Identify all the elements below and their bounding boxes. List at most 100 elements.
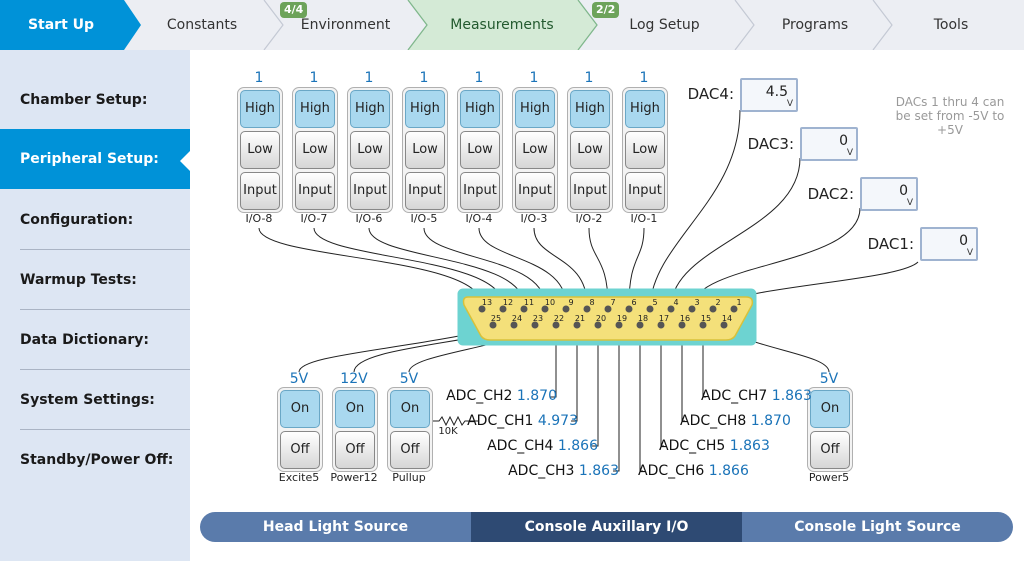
adc-ch2-name: ADC_CH2 [446,388,513,404]
io-6-input-button[interactable]: Input [350,172,390,210]
io-3-input-button[interactable]: Input [515,172,555,210]
dac3-value: 0 [839,133,848,149]
connector-pin-label: 10 [545,298,555,307]
adc-ch3-readout: ADC_CH3 1.863 [508,463,619,479]
sidebar-item-peripheral-setup[interactable]: Peripheral Setup: [0,129,190,189]
adc-ch5-value: 1.863 [729,438,770,454]
pullup-off-button[interactable]: Off [390,431,430,469]
io-2-input-button[interactable]: Input [570,172,610,210]
io-3-value: 1 [529,70,539,86]
tab-environment[interactable]: Environment [300,17,391,33]
dac1-label: DAC1: [867,235,914,253]
io-7-input-button[interactable]: Input [295,172,335,210]
excite5-group: On Off [277,387,323,472]
connector-pin [646,305,654,313]
tab-console-auxillary-io[interactable]: Console Auxillary I/O [471,512,742,542]
power5-on-button[interactable]: On [810,390,850,428]
sidebar-item-system-settings[interactable]: System Settings: [20,392,155,408]
dac3-wire [670,157,801,306]
io-8-input-button[interactable]: Input [240,172,280,210]
io-8-group: High Low Input [237,87,283,213]
sidebar-item-chamber-setup[interactable]: Chamber Setup: [20,92,148,108]
io-1-high-button[interactable]: High [625,90,665,128]
io-8-high-button[interactable]: High [240,90,280,128]
io-1-low-button[interactable]: Low [625,131,665,169]
io-4-group: High Low Input [457,87,503,213]
io-wire [258,227,483,306]
io-8-label: I/O-8 [245,212,273,225]
io-5-low-button[interactable]: Low [405,131,445,169]
pullup-on-button[interactable]: On [390,390,430,428]
adc-ch8-name: ADC_CH8 [680,413,747,429]
io-2-value: 1 [584,70,594,86]
dac2-input[interactable]: 0 V [860,177,918,211]
io-5-high-button[interactable]: High [405,90,445,128]
tab-constants[interactable]: Constants [166,17,238,33]
adc-ch4-readout: ADC_CH4 1.866 [487,438,598,454]
connector-pin [604,305,612,313]
adc-ch4-value: 1.866 [557,438,598,454]
io-6-low-button[interactable]: Low [350,131,390,169]
io-7-high-button[interactable]: High [295,90,335,128]
dac4-label: DAC4: [687,85,734,103]
connector-pin [510,321,518,329]
io-5-input-button[interactable]: Input [405,172,445,210]
sidebar-item-data-dictionary[interactable]: Data Dictionary: [20,332,149,348]
adc-ch8-value: 1.870 [750,413,791,429]
tab-measurements[interactable]: Measurements [450,17,554,33]
io-6-high-button[interactable]: High [350,90,390,128]
connector-pin-label: 19 [617,314,627,323]
tab-programs[interactable]: Programs [781,17,849,33]
resistor-icon [433,415,470,427]
power12-off-button[interactable]: Off [335,431,375,469]
io-6-value: 1 [364,70,374,86]
connector-pin [699,321,707,329]
tab-head-light-source[interactable]: Head Light Source [262,519,409,535]
io-6-group: High Low Input [347,87,393,213]
tab-start-up[interactable]: Start Up [27,17,95,33]
divider [20,249,190,250]
io-4-low-button[interactable]: Low [460,131,500,169]
dac2-label: DAC2: [807,185,854,203]
connector-pin-label: 20 [596,314,606,323]
connector-pin-label: 1 [736,298,741,307]
tab-tools[interactable]: Tools [933,17,969,33]
io-3-high-button[interactable]: High [515,90,555,128]
connector-pin [541,305,549,313]
excite5-off-button[interactable]: Off [280,431,320,469]
connector-pin-label: 14 [722,314,732,323]
io-2-low-button[interactable]: Low [570,131,610,169]
io-4-high-button[interactable]: High [460,90,500,128]
io-5-label: I/O-5 [410,212,438,225]
dac4-input[interactable]: 4.5 V [740,78,798,112]
sidebar-item-warmup-tests[interactable]: Warmup Tests: [20,272,137,288]
io-1-value: 1 [639,70,649,86]
io-4-input-button[interactable]: Input [460,172,500,210]
adc-ch3-name: ADC_CH3 [508,463,575,479]
adc-ch1-readout: ADC_CH1 4.973 [467,413,578,429]
adc-ch7-value: 1.863 [771,388,812,404]
connector-pin-label: 12 [503,298,513,307]
connector-pin-label: 11 [524,298,534,307]
io-4-label: I/O-4 [465,212,493,225]
power12-on-button[interactable]: On [335,390,375,428]
sidebar-item-configuration[interactable]: Configuration: [20,212,134,228]
excite5-on-button[interactable]: On [280,390,320,428]
io-2-high-button[interactable]: High [570,90,610,128]
io-1-input-button[interactable]: Input [625,172,665,210]
dac3-input[interactable]: 0 V [800,127,858,161]
connector-pin-label: 25 [491,314,501,323]
connector-pin-label: 5 [652,298,657,307]
io-8-low-button[interactable]: Low [240,131,280,169]
sidebar-item-standby-power-off[interactable]: Standby/Power Off: [20,452,174,468]
tab-log-setup[interactable]: Log Setup [629,17,700,33]
dac1-input[interactable]: 0 V [920,227,978,261]
io-1-label: I/O-1 [630,212,658,225]
power5-off-button[interactable]: Off [810,431,850,469]
io-7-label: I/O-7 [300,212,328,225]
tab-console-light-source[interactable]: Console Light Source [794,519,961,535]
power5-label: Power5 [808,471,850,484]
io-3-low-button[interactable]: Low [515,131,555,169]
io-7-low-button[interactable]: Low [295,131,335,169]
